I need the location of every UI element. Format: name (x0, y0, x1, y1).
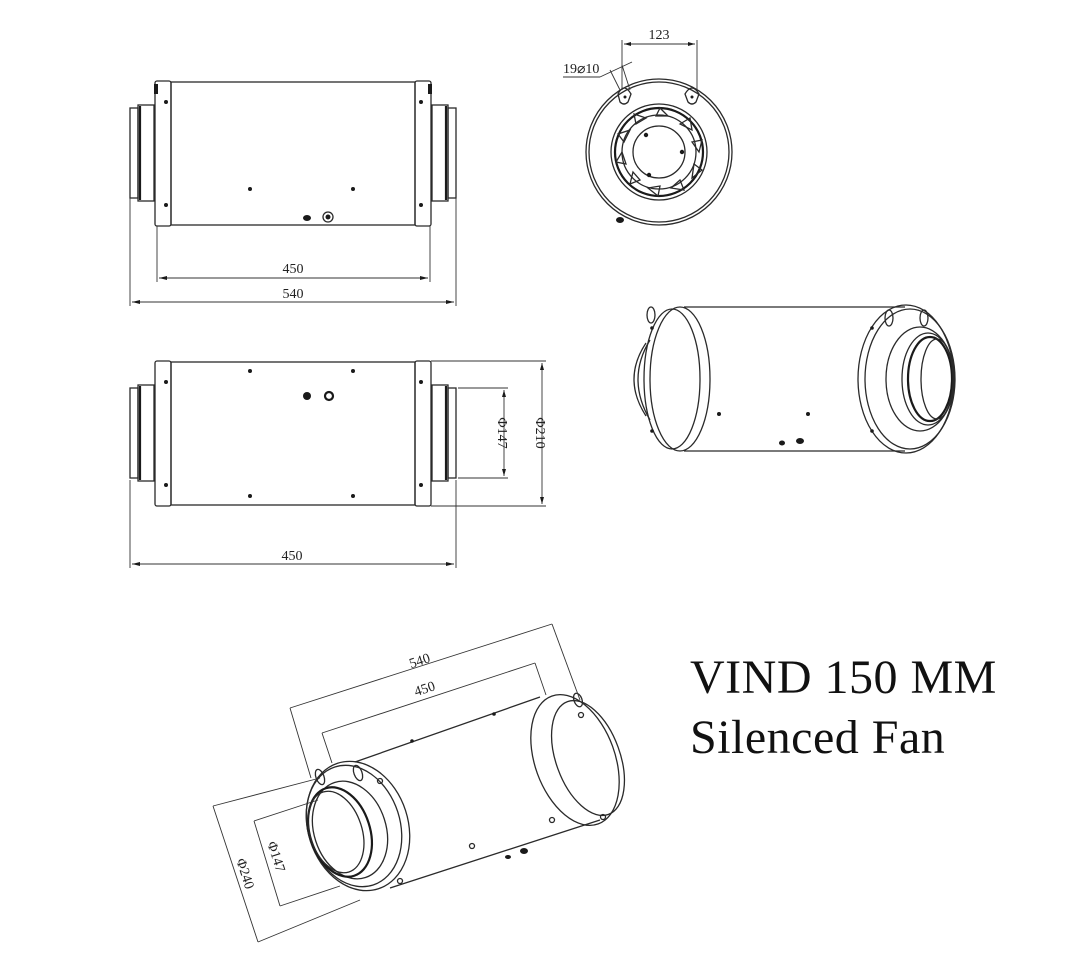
dim-450-top: 450 (283, 262, 304, 277)
side-view-top: 450 540 (129, 80, 457, 306)
dim-450-bottom: 450 (282, 549, 303, 564)
dim-phi240-iso: Φ240 (232, 857, 256, 891)
dim-phi147-side: Φ147 (494, 417, 509, 448)
dim-hanger-hole: 19⌀10 (563, 62, 599, 77)
title-model: VIND 150 MM (690, 651, 997, 704)
dim-450-iso: 450 (413, 679, 438, 700)
title-block: VIND 150 MM Silenced Fan (690, 648, 997, 768)
isometric-view: 540 450 Φ240 Φ147 (212, 623, 626, 943)
front-view: 123 19⌀10 (563, 28, 733, 226)
dim-540-top: 540 (283, 287, 304, 302)
dim-540-iso: 540 (408, 651, 433, 672)
perspective-view-right (633, 304, 956, 454)
side-view-bottom: 450 Φ147 Φ210 (129, 360, 547, 568)
dim-phi210-side: Φ210 (532, 417, 547, 448)
dim-phi147-iso: Φ147 (263, 840, 287, 874)
dim-123: 123 (649, 28, 670, 43)
title-description: Silenced Fan (690, 711, 946, 764)
